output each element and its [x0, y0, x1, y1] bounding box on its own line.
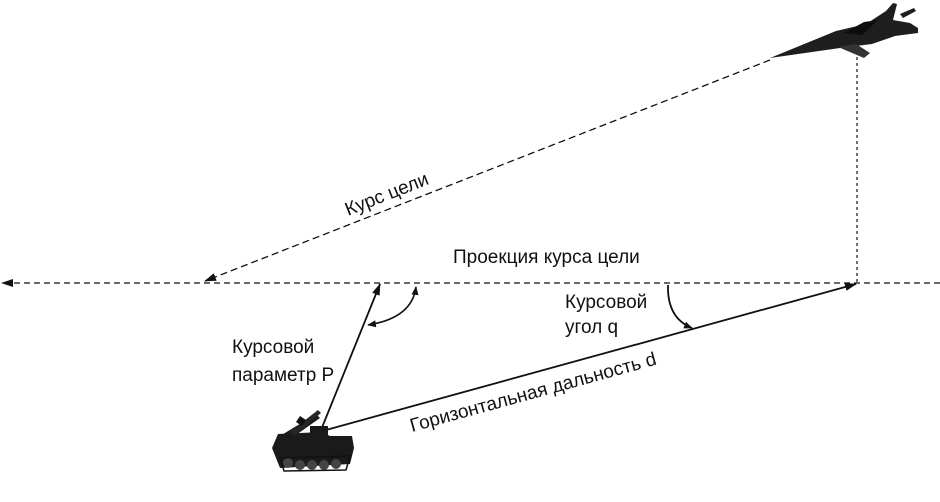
- course-parameter-arrow: [320, 283, 381, 431]
- course-angle-label-line1: Курсовой: [565, 292, 647, 313]
- course-angle-arc: [667, 284, 693, 329]
- horizontal-range-arrow: [325, 283, 857, 431]
- course-parameter-label-line2: параметр Р: [232, 365, 334, 386]
- course-projection-label: Проекция курса цели: [453, 247, 640, 268]
- target-course-line: [204, 59, 771, 282]
- right-angle-arc: [367, 286, 419, 328]
- jet-aircraft-icon: [770, 3, 918, 58]
- course-parameter-label-line1: Курсовой: [232, 337, 314, 358]
- course-angle-label-line2: угол q: [565, 317, 618, 338]
- horizontal-range-label: Горизонтальная дальность d: [408, 349, 659, 437]
- target-course-label: Курс цели: [342, 169, 432, 221]
- sam-launcher-vehicle-icon: [272, 410, 354, 472]
